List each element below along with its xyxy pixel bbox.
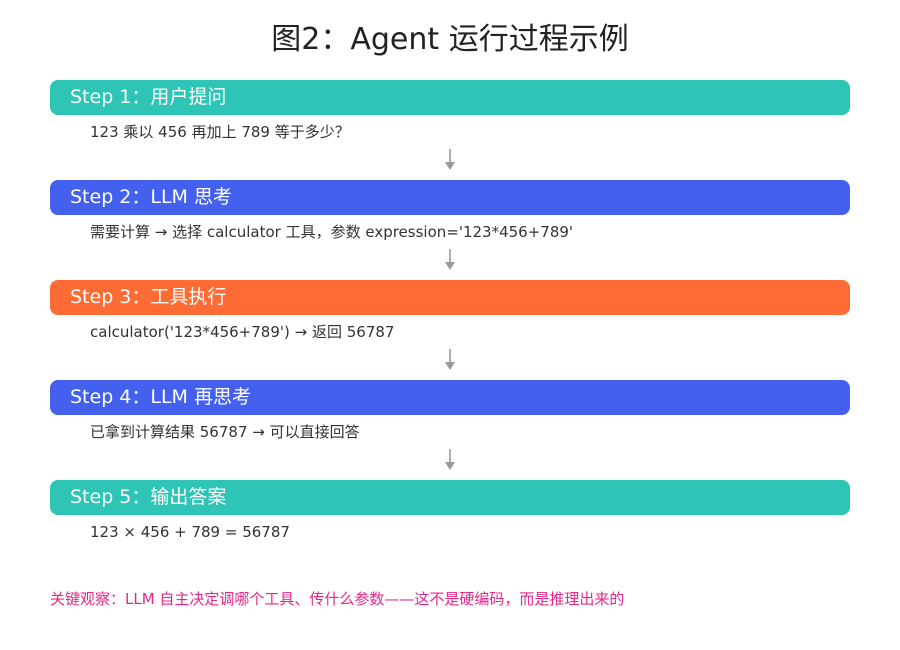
arrow-down-icon xyxy=(444,248,456,272)
arrow-down-icon xyxy=(444,348,456,372)
step-3-description: calculator('123*456+789') → 返回 56787 xyxy=(90,323,395,341)
step-4-bar: Step 4：LLM 再思考 xyxy=(50,380,850,415)
step-5-bar: Step 5：输出答案 xyxy=(50,480,850,515)
arrow-down-icon xyxy=(444,148,456,172)
step-3-label: Step 3：工具执行 xyxy=(70,286,227,308)
step-4-description: 已拿到计算结果 56787 → 可以直接回答 xyxy=(90,423,360,441)
step-5-label: Step 5：输出答案 xyxy=(70,486,227,508)
step-5-description: 123 × 456 + 789 = 56787 xyxy=(90,523,290,541)
step-1-label: Step 1：用户提问 xyxy=(70,86,227,108)
key-observation-note: 关键观察：LLM 自主决定调哪个工具、传什么参数——这不是硬编码，而是推理出来的 xyxy=(50,590,625,608)
step-1-bar: Step 1：用户提问 xyxy=(50,80,850,115)
step-4-label: Step 4：LLM 再思考 xyxy=(70,386,251,408)
step-1-description: 123 乘以 456 再加上 789 等于多少？ xyxy=(90,123,350,141)
diagram-title: 图2：Agent 运行过程示例 xyxy=(271,22,629,57)
step-2-bar: Step 2：LLM 思考 xyxy=(50,180,850,215)
step-2-label: Step 2：LLM 思考 xyxy=(70,186,232,208)
step-2-description: 需要计算 → 选择 calculator 工具，参数 expression='1… xyxy=(90,223,574,241)
step-3-bar: Step 3：工具执行 xyxy=(50,280,850,315)
arrow-down-icon xyxy=(444,448,456,472)
